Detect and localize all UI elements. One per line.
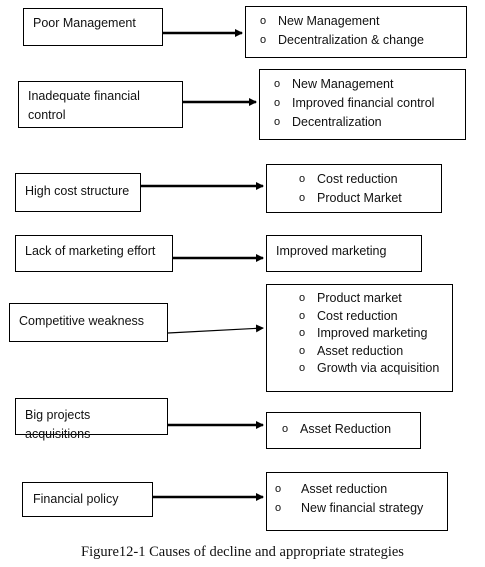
cause-box-inadequate-financial-control: Inadequate financial control — [18, 81, 183, 128]
bullet-icon: o — [299, 192, 306, 204]
bullet-icon: o — [299, 173, 306, 185]
cause-box-high-cost-structure: High cost structure — [15, 173, 141, 212]
cause-box-poor-management: Poor Management — [23, 8, 163, 46]
bullet-icon: o — [260, 15, 267, 27]
bullet-icon: o — [275, 502, 282, 514]
cause-label: Financial policy — [33, 492, 119, 506]
cause-box-financial-policy: Financial policy — [22, 482, 153, 517]
cause-label: Poor Management — [33, 16, 136, 30]
bullet-icon: o — [260, 34, 267, 46]
bullet-icon: o — [299, 309, 306, 322]
bullet-icon: o — [275, 483, 282, 495]
cause-label: Lack of marketing effort — [25, 244, 156, 258]
cause-box-big-projects-acquisitions: Big projects acquisitions — [15, 398, 168, 441]
cause-box-lack-of-marketing-effort: Lack of marketing effort — [15, 235, 173, 272]
cause-label: Big projects acquisitions — [25, 408, 91, 441]
bullet-icon: o — [274, 116, 281, 128]
figure-caption: Figure12-1 Causes of decline and appropr… — [81, 544, 404, 560]
bullet-icon: o — [274, 78, 281, 90]
bullet-icon: o — [299, 327, 306, 339]
cause-label: Inadequate financial control — [28, 89, 140, 122]
arrow-competitive-weakness — [167, 324, 264, 334]
bullet-icon: o — [299, 344, 306, 357]
bullet-icon: o — [282, 423, 289, 435]
strategy-text: Improved marketing — [276, 244, 387, 258]
cause-label: High cost structure — [25, 184, 130, 198]
cause-label: Competitive weakness — [19, 314, 145, 328]
bullet-icon: o — [299, 362, 306, 374]
bullet-icon: o — [299, 292, 306, 304]
bullet-icon: o — [274, 97, 281, 109]
strategy-box-lack-of-marketing-effort: Improved marketing — [266, 235, 422, 272]
cause-box-competitive-weakness: Competitive weakness — [9, 303, 168, 342]
